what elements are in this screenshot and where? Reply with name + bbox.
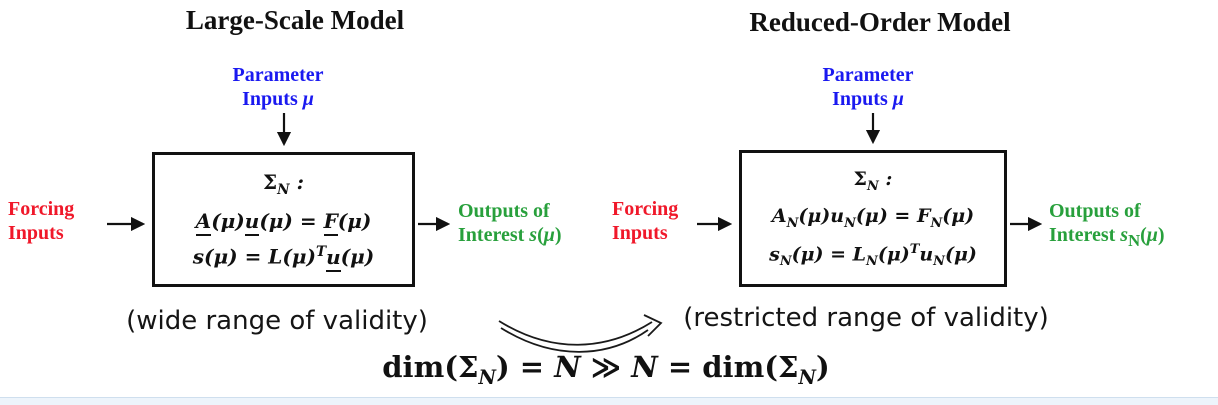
forcing-inputs-right-line1: Forcing	[612, 198, 679, 220]
outputs-right-line2: Interest sN(μ)	[1049, 224, 1165, 251]
validity-note-right: (restricted range of validity)	[683, 303, 1049, 333]
large-scale-equation-1: A(μ)u(μ) = F(μ)	[195, 209, 371, 237]
dimension-relation-formula: dim(ΣN) = N ≫ N = dim(ΣN)	[382, 350, 830, 389]
forcing-inputs-label-right: Forcing Inputs	[612, 197, 678, 246]
forcing-inputs-left-line2: Inputs	[8, 222, 64, 245]
large-scale-model-title: Large-Scale Model	[185, 5, 405, 35]
outputs-left-line1: Outputs of	[458, 200, 550, 222]
large-scale-system-box: ΣN : A(μ)u(μ) = F(μ) s(μ) = L(μ)Tu(μ)	[152, 152, 415, 287]
outputs-left-line2: Interest s(μ)	[458, 224, 562, 247]
large-scale-system-label: ΣN :	[263, 170, 304, 199]
validity-note-left: (wide range of validity)	[126, 306, 428, 336]
reduced-order-model-title: Reduced-Order Model	[749, 7, 1011, 37]
parameter-inputs-label-left: Parameter Inputs μ	[232, 63, 323, 112]
reduced-order-system-label: ΣN :	[853, 168, 893, 194]
outputs-right-line1: Outputs of	[1049, 200, 1141, 222]
reduced-order-system-box: ΣN : AN(μ)uN(μ) = FN(μ) sN(μ) = LN(μ)TuN…	[739, 150, 1007, 287]
parameter-inputs-right-line2: Inputs μ	[832, 88, 904, 111]
outputs-label-left: Outputs of Interest s(μ)	[458, 199, 562, 248]
outputs-label-right: Outputs of Interest sN(μ)	[1049, 199, 1165, 252]
parameter-inputs-label-right: Parameter Inputs μ	[822, 63, 913, 112]
large-scale-equation-2: s(μ) = L(μ)Tu(μ)	[193, 244, 374, 272]
forcing-inputs-right-line2: Inputs	[612, 222, 668, 245]
reduction-swoosh-arrow	[498, 314, 663, 353]
parameter-inputs-right-line1: Parameter	[822, 64, 914, 86]
parameter-inputs-left-line1: Parameter	[232, 64, 324, 86]
parameter-inputs-left-line2: Inputs μ	[242, 88, 314, 111]
slide-bottom-strip	[0, 397, 1218, 405]
reduced-order-equation-2: sN(μ) = LN(μ)TuN(μ)	[769, 241, 977, 269]
reduced-order-equation-1: AN(μ)uN(μ) = FN(μ)	[771, 204, 975, 231]
forcing-inputs-left-line1: Forcing	[8, 198, 75, 220]
forcing-inputs-label-left: Forcing Inputs	[8, 197, 74, 246]
